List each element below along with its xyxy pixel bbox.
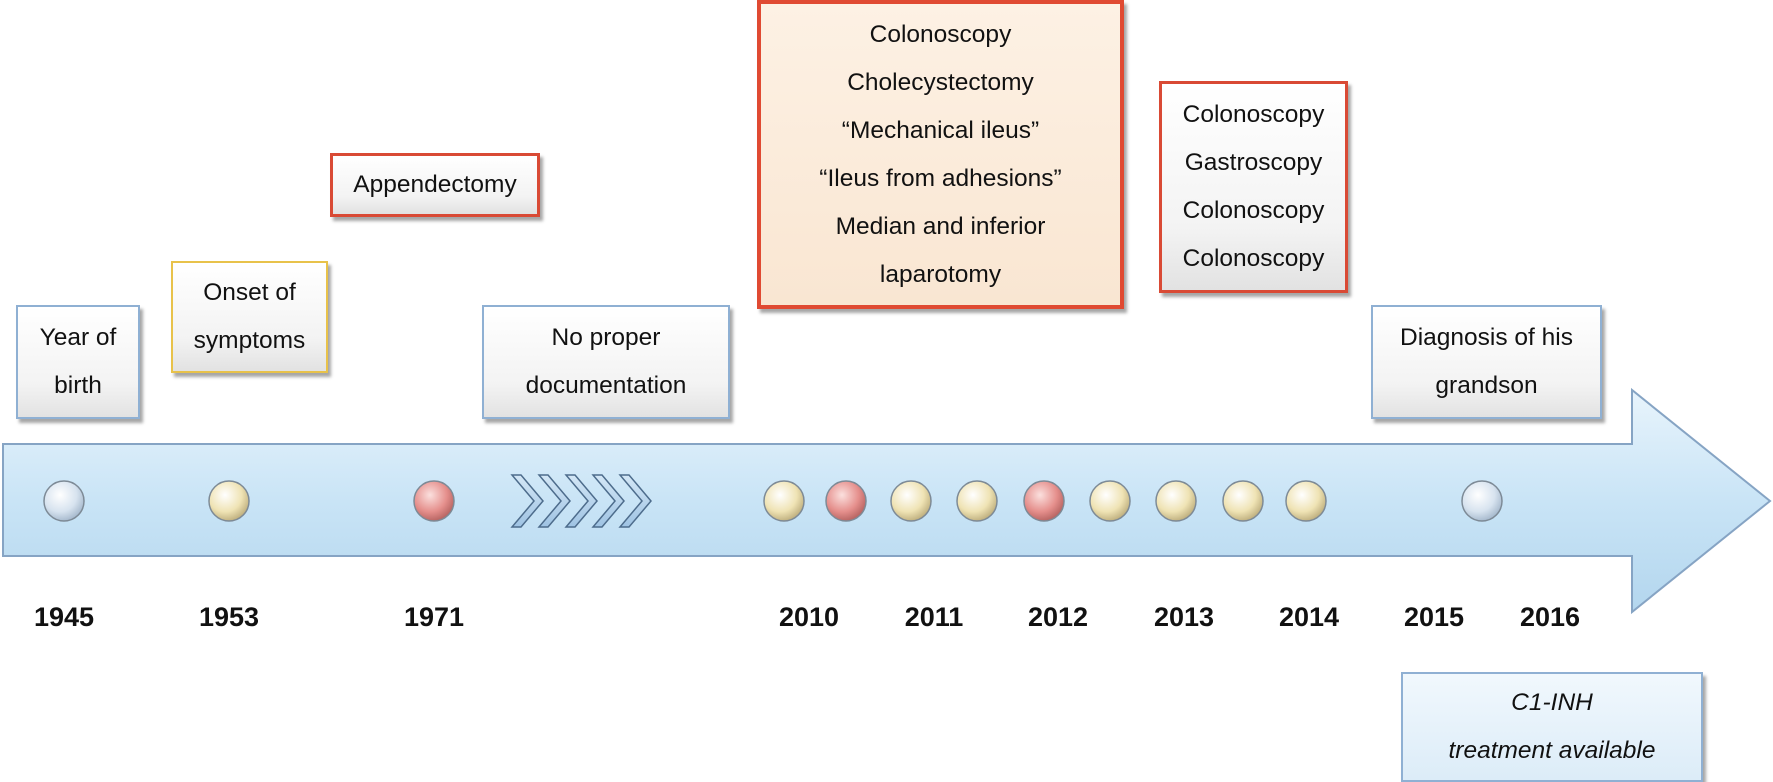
onset-of-symptoms-box: Onset of symptoms <box>171 261 328 373</box>
year-label-1971: 1971 <box>403 602 465 632</box>
timeline-dot-red <box>825 480 867 522</box>
box-line: Median and inferior <box>835 212 1046 240</box>
box-line: Colonoscopy <box>1182 197 1325 224</box>
box-line: documentation <box>525 372 687 399</box>
year-label-2013: 2013 <box>1153 602 1215 632</box>
box-line: Colonoscopy <box>1182 245 1325 272</box>
year-label-2016: 2016 <box>1519 602 1581 632</box>
year-label-2010: 2010 <box>778 602 840 632</box>
timeline-dot-yellow <box>890 480 932 522</box>
box-line: Cholecystectomy <box>847 68 1034 96</box>
timeline-dot-yellow <box>1155 480 1197 522</box>
procedures-2010-2012-box: Colonoscopy Cholecystectomy “Mechanical … <box>757 0 1124 309</box>
box-line: No proper <box>551 324 661 351</box>
box-line: Year of <box>39 324 117 351</box>
box-line: laparotomy <box>879 260 1002 288</box>
timeline-dot-blue <box>43 480 85 522</box>
timeline-dot-red <box>1023 480 1065 522</box>
timeline-dot-yellow <box>1089 480 1131 522</box>
procedures-2013-2014-box: Colonoscopy Gastroscopy Colonoscopy Colo… <box>1159 81 1348 293</box>
timeline-dots <box>43 480 1503 522</box>
box-line: Colonoscopy <box>869 20 1012 48</box>
year-label-2012: 2012 <box>1027 602 1089 632</box>
timeline-dot-yellow <box>1285 480 1327 522</box>
c1-inh-treatment-box: C1-INH treatment available <box>1401 672 1703 782</box>
year-label-2011: 2011 <box>904 602 964 632</box>
box-line: Gastroscopy <box>1184 149 1323 176</box>
box-line: grandson <box>1435 372 1538 399</box>
diagnosis-of-grandson-box: Diagnosis of his grandson <box>1371 305 1602 419</box>
box-line: “Ileus from adhesions” <box>819 164 1062 192</box>
box-line: C1-INH <box>1511 689 1593 716</box>
no-proper-documentation-box: No proper documentation <box>482 305 730 419</box>
box-line: Diagnosis of his <box>1400 324 1573 351</box>
timeline-dot-yellow <box>208 480 250 522</box>
timeline-arrow <box>2 387 1772 615</box>
box-line: Onset of <box>203 279 296 306</box>
timeline-dot-yellow <box>1222 480 1264 522</box>
year-label-1945: 1945 <box>33 602 95 632</box>
year-label-2014: 2014 <box>1278 602 1340 632</box>
box-line: Colonoscopy <box>1182 101 1325 128</box>
appendectomy-box: Appendectomy <box>330 153 540 217</box>
box-line: birth <box>54 372 102 399</box>
year-of-birth-box: Year of birth <box>16 305 140 419</box>
ellipsis-chevrons <box>510 474 652 528</box>
timeline-dot-red <box>413 480 455 522</box>
year-label-1953: 1953 <box>198 602 260 632</box>
chevron-icon <box>510 474 544 528</box>
year-label-2015: 2015 <box>1403 602 1465 632</box>
box-line: treatment available <box>1448 737 1656 764</box>
chevron-icon <box>618 474 652 528</box>
chevron-icon <box>537 474 571 528</box>
timeline-dot-blue <box>1461 480 1503 522</box>
chevron-icon <box>564 474 598 528</box>
timeline-dot-yellow <box>956 480 998 522</box>
box-line: “Mechanical ileus” <box>841 116 1040 144</box>
chevron-icon <box>591 474 625 528</box>
box-line: symptoms <box>193 327 306 354</box>
box-line: Appendectomy <box>353 171 517 198</box>
timeline-dot-yellow <box>763 480 805 522</box>
